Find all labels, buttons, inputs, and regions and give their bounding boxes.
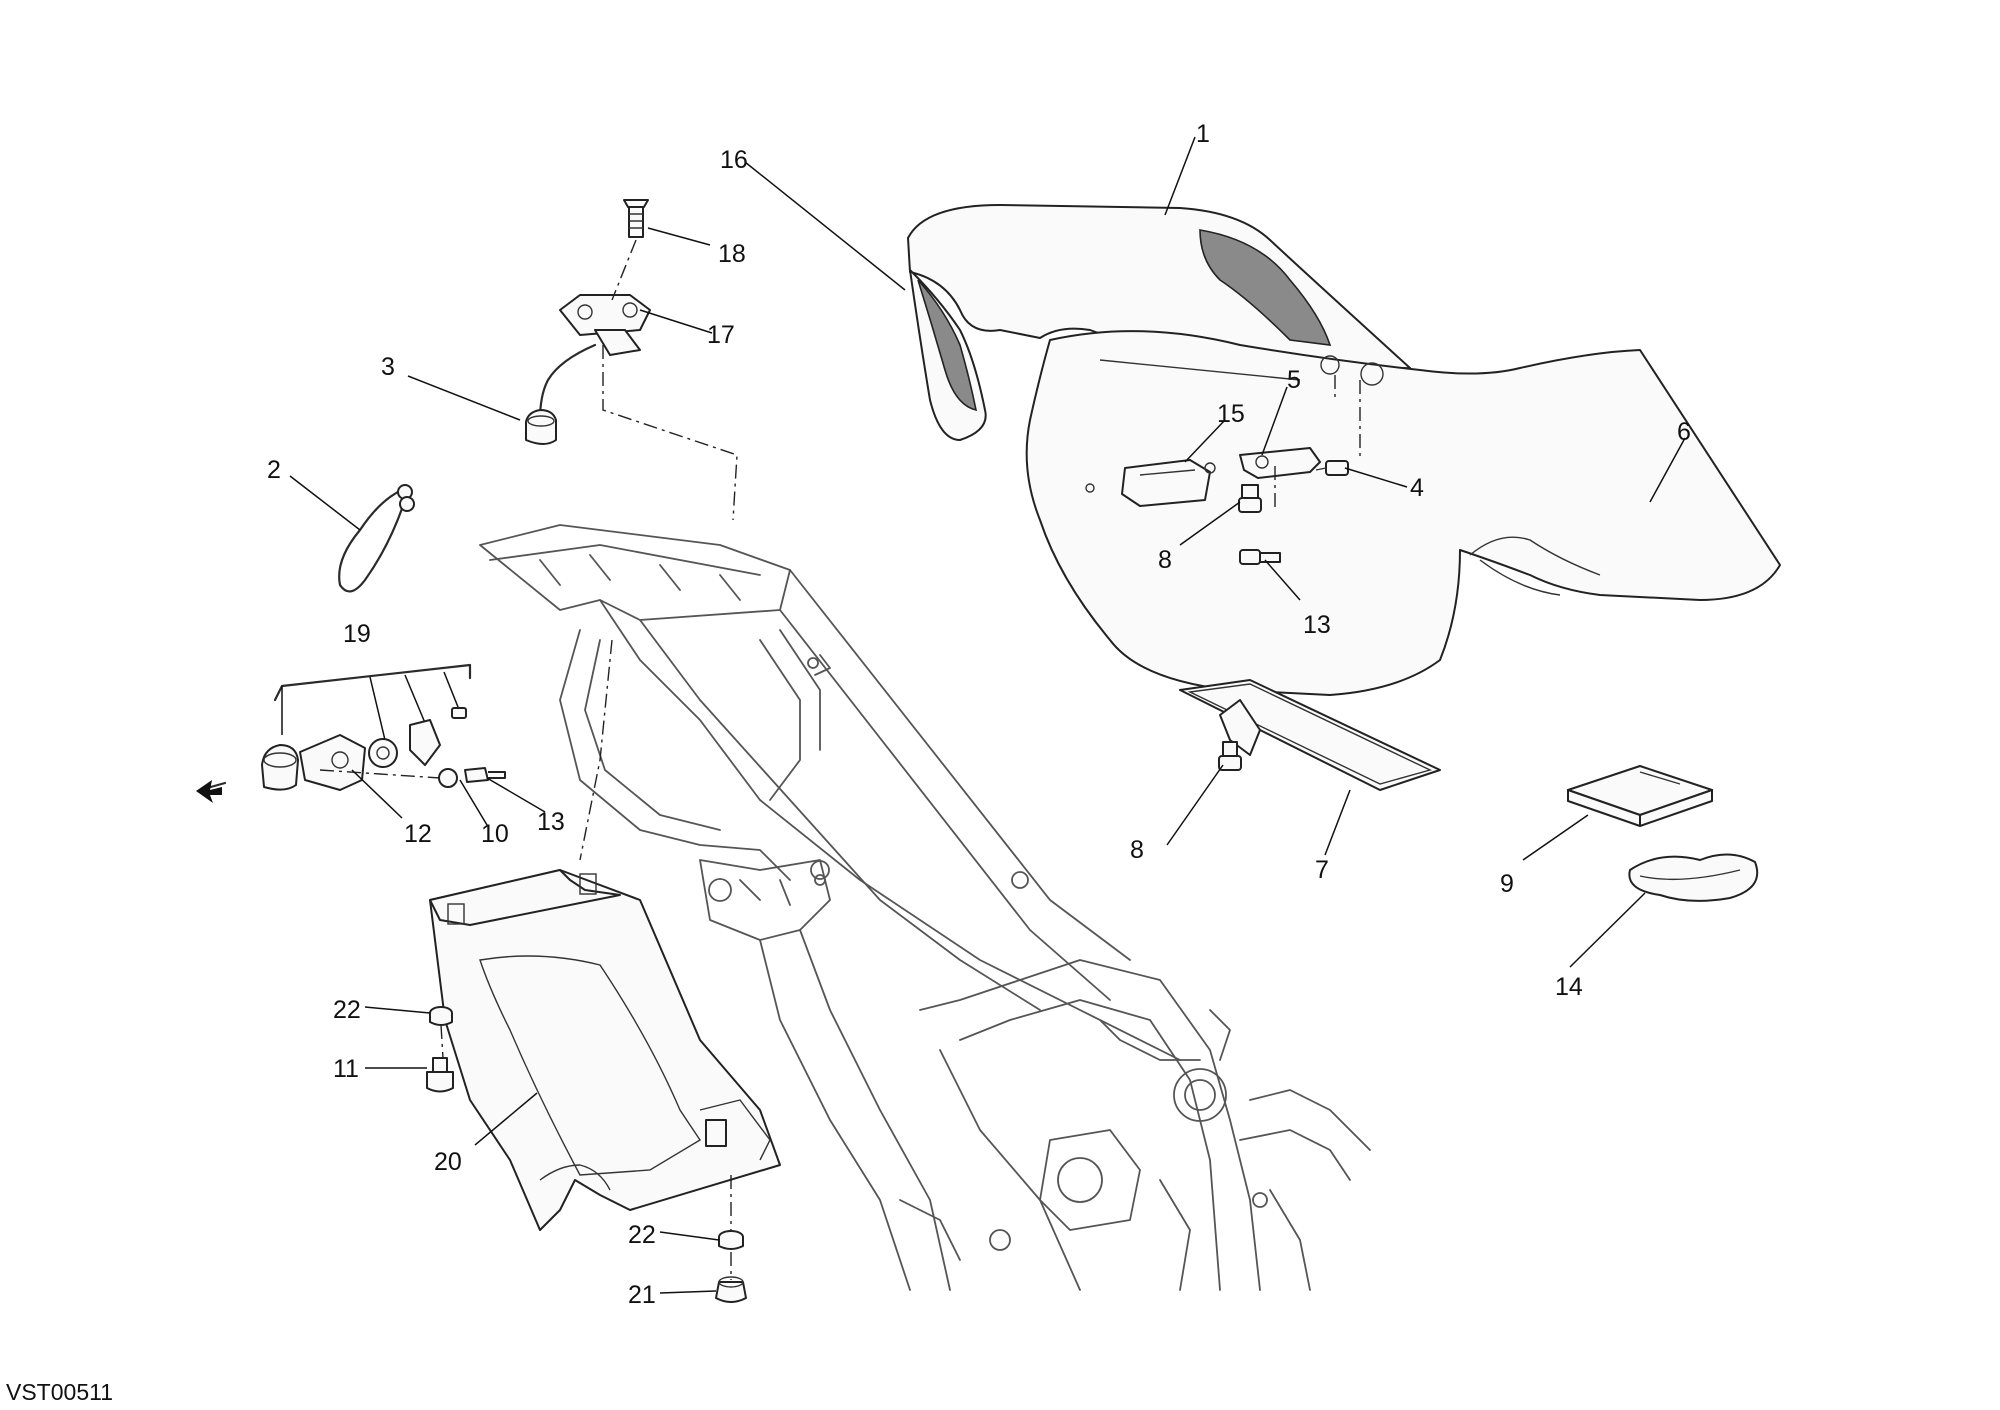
- callout-7: 7: [1315, 856, 1329, 884]
- leader-lines: [289, 136, 1686, 1294]
- callout-10: 10: [481, 820, 509, 848]
- pad-9: [1567, 765, 1713, 827]
- callout-9: 9: [1500, 870, 1514, 898]
- callout-1: 1: [1196, 120, 1210, 148]
- bolt-13-right: [1239, 549, 1281, 565]
- callout-3: 3: [381, 353, 395, 381]
- bolt-8-lower: [1218, 741, 1242, 771]
- cable-3: [525, 343, 597, 445]
- callout-21: 21: [628, 1281, 656, 1309]
- callout-13-left: 13: [537, 808, 565, 836]
- lock-17: [559, 294, 651, 356]
- bolt-11: [426, 1057, 454, 1093]
- rear-subframe: [479, 524, 1371, 1291]
- callout-17: 17: [707, 321, 735, 349]
- callout-22-lower: 22: [628, 1221, 656, 1249]
- drawing-code: VST00511: [6, 1379, 113, 1405]
- callout-labels: 1 2 3 4 5 6 7 8 8 9 10 11 12 13 13 14 15…: [267, 120, 1691, 1309]
- seat-base-plate: [1179, 679, 1441, 791]
- bracket-15: [1121, 459, 1216, 507]
- fastener-4: [1315, 460, 1349, 476]
- cable-2: [338, 484, 415, 593]
- bolt-8-upper: [1238, 484, 1262, 513]
- callout-20: 20: [434, 1148, 462, 1176]
- callout-11: 11: [333, 1055, 359, 1083]
- callout-22-upper: 22: [333, 996, 361, 1024]
- callout-5: 5: [1287, 366, 1301, 394]
- lock-assembly-19: [196, 663, 506, 803]
- screw-18: [623, 199, 649, 238]
- callout-18: 18: [718, 240, 746, 268]
- callout-14: 14: [1555, 973, 1583, 1001]
- washer-22-upper: [429, 1006, 453, 1026]
- callout-15: 15: [1217, 400, 1245, 428]
- callout-6: 6: [1677, 418, 1691, 446]
- assembly-lines: [319, 239, 1361, 1280]
- callout-8-lower: 8: [1130, 836, 1144, 864]
- callout-2: 2: [267, 456, 281, 484]
- pad-14: [1628, 853, 1759, 902]
- nut-21: [715, 1276, 747, 1303]
- callout-12: 12: [404, 820, 432, 848]
- callout-16: 16: [720, 146, 748, 174]
- bracket-5: [1239, 447, 1321, 479]
- callout-4: 4: [1410, 474, 1424, 502]
- callout-19: 19: [343, 620, 371, 648]
- callout-8-upper: 8: [1158, 546, 1172, 574]
- callout-13-right: 13: [1303, 611, 1331, 639]
- seat-assembly: [907, 204, 1781, 696]
- washer-22-lower: [718, 1230, 744, 1250]
- undertray-20: [429, 869, 781, 1231]
